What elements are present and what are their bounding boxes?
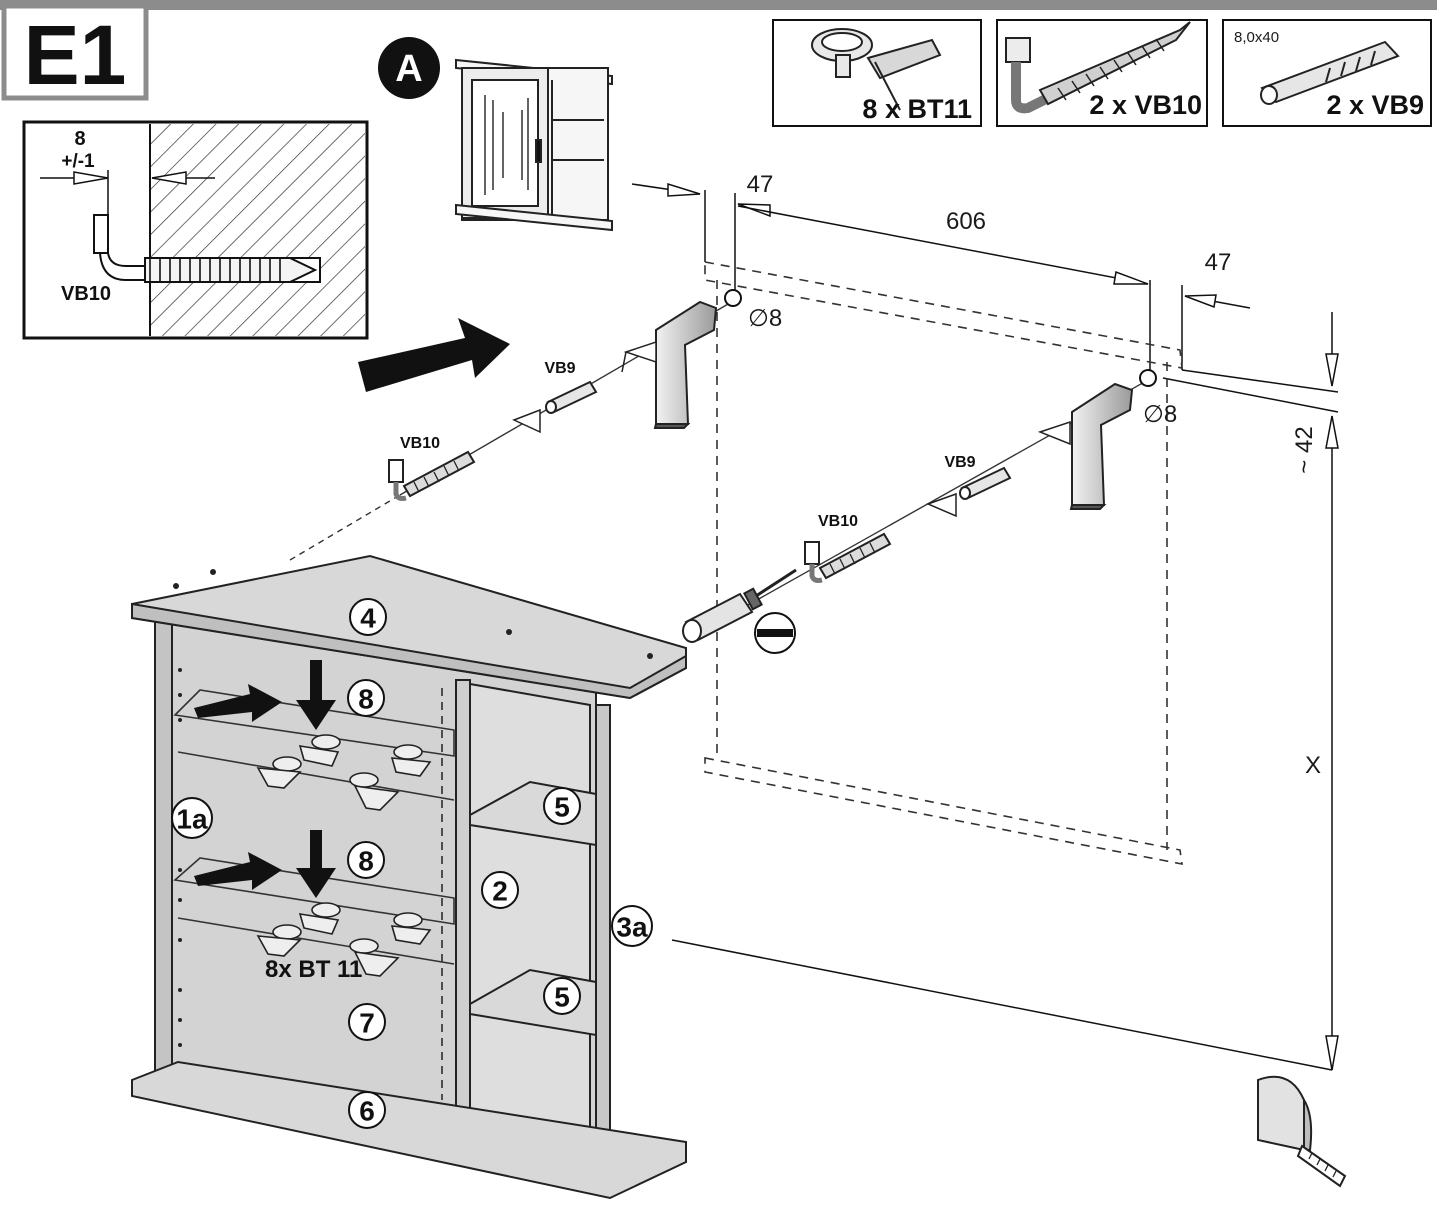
parts-box-vb10: 2 x VB10 bbox=[996, 19, 1208, 127]
hook-screw-left-icon bbox=[388, 450, 476, 501]
detail-part-label: VB10 bbox=[61, 283, 111, 305]
wall-bracket-right-icon bbox=[1069, 382, 1134, 510]
shelf-support-label: 8x BT 11 bbox=[265, 956, 362, 983]
dim-hole-left: ∅8 bbox=[748, 305, 782, 332]
callout-1a: 1a bbox=[171, 797, 213, 839]
detail-tolerance: +/-1 bbox=[61, 151, 95, 172]
parts-qty-bt11: 8 x BT11 bbox=[862, 94, 972, 124]
callout-6: 6 bbox=[348, 1091, 386, 1129]
callout-4: 4 bbox=[349, 598, 387, 636]
callout-5: 5 bbox=[543, 977, 581, 1015]
callout-2: 2 bbox=[481, 871, 519, 909]
shelf-supports bbox=[256, 734, 432, 977]
callout-3a: 3a bbox=[611, 905, 653, 947]
shelf-insert-arrows bbox=[194, 660, 336, 898]
direction-arrow-icon bbox=[358, 318, 510, 392]
dim-vertical-offset: ~ 42 bbox=[1291, 426, 1318, 473]
label-vb10-right: VB10 bbox=[818, 513, 858, 530]
wall-cabinet-outline bbox=[704, 261, 1183, 865]
wall-plug-left-icon bbox=[545, 380, 598, 414]
callout-5: 5 bbox=[543, 787, 581, 825]
glass-shelves bbox=[173, 689, 455, 965]
callout-label: 8 bbox=[358, 684, 374, 715]
screwdriver-icon bbox=[682, 568, 797, 643]
parts-box-bt11: 8 x BT11 bbox=[772, 19, 982, 127]
part-callouts: 4 8 8 1a 5 2 5 3a 7 6 bbox=[171, 598, 653, 1129]
hook-screw-right-icon bbox=[804, 532, 892, 583]
callout-label: 6 bbox=[359, 1096, 375, 1127]
wall-plug-icon bbox=[1260, 40, 1400, 105]
callout-8: 8 bbox=[347, 841, 385, 879]
detail-gap-value: 8 bbox=[74, 128, 85, 150]
dim-height: X bbox=[1305, 752, 1321, 779]
callout-label: 5 bbox=[554, 792, 570, 823]
callout-label: 3a bbox=[616, 912, 648, 943]
shelf-support-icon bbox=[811, 28, 942, 111]
cabinet-preview-icon bbox=[455, 58, 613, 232]
hole-markers bbox=[724, 289, 1157, 387]
callout-label: 5 bbox=[554, 982, 570, 1013]
alignment-cones bbox=[512, 340, 1071, 518]
header-bar bbox=[0, 0, 1437, 10]
dimension-lines bbox=[631, 182, 1339, 1071]
dim-left-offset: 47 bbox=[747, 171, 774, 198]
dim-span: 606 bbox=[946, 208, 986, 235]
callout-label: 8 bbox=[358, 846, 374, 877]
wall-plug-right-icon bbox=[959, 466, 1012, 500]
label-vb9-right: VB9 bbox=[944, 454, 975, 471]
wall-bracket-left-icon bbox=[653, 300, 718, 429]
callout-label: 2 bbox=[492, 876, 508, 907]
tape-measure-icon bbox=[1257, 1075, 1347, 1188]
label-vb10-left: VB10 bbox=[400, 435, 440, 452]
callout-7: 7 bbox=[348, 1003, 386, 1041]
peg-holes bbox=[173, 569, 653, 1047]
label-vb9-left: VB9 bbox=[544, 360, 575, 377]
view-badge: A bbox=[378, 37, 440, 99]
cabinet-frame bbox=[131, 554, 687, 1200]
svg-text:A: A bbox=[395, 48, 422, 90]
dim-hole-right: ∅8 bbox=[1143, 401, 1177, 428]
parts-size-vb9: 8,0x40 bbox=[1234, 29, 1279, 46]
dim-right-offset: 47 bbox=[1205, 249, 1232, 276]
detail-inset: 8 +/-1 VB10 bbox=[22, 120, 369, 340]
parts-qty-vb9: 2 x VB9 bbox=[1326, 90, 1424, 120]
parts-box-vb9: 8,0x40 2 x VB9 bbox=[1222, 19, 1432, 127]
slotted-screw-icon bbox=[754, 612, 796, 654]
hook-screw-icon bbox=[1005, 21, 1191, 114]
callout-label: 7 bbox=[359, 1008, 375, 1039]
detail-screw-icon bbox=[93, 214, 321, 283]
callout-label: 1a bbox=[176, 804, 208, 835]
step-label: E1 bbox=[1, 3, 149, 102]
callout-8: 8 bbox=[347, 679, 385, 717]
parts-qty-vb10: 2 x VB10 bbox=[1089, 90, 1202, 120]
step-label-text: E1 bbox=[24, 8, 127, 102]
callout-label: 4 bbox=[360, 603, 376, 634]
